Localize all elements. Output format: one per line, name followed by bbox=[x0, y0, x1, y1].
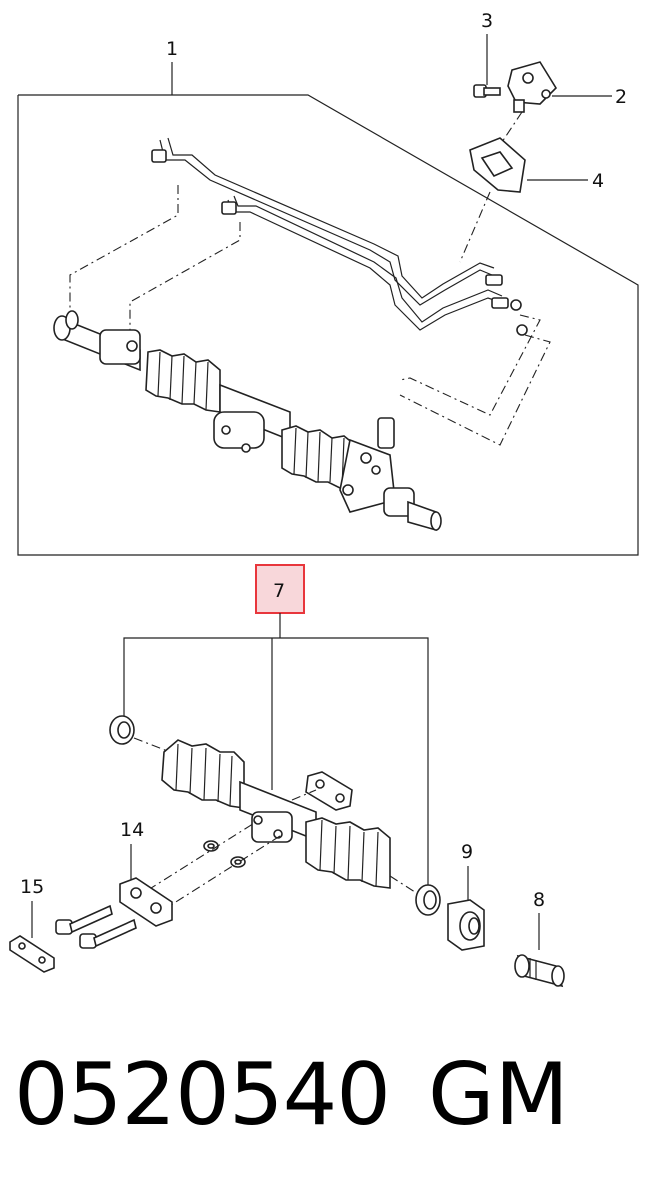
svg-text:4: 4 bbox=[592, 170, 604, 192]
callout-8[interactable]: 8 bbox=[533, 889, 545, 950]
callout-2[interactable]: 2 bbox=[552, 86, 627, 108]
bolts-shape bbox=[55, 904, 137, 949]
svg-text:2: 2 bbox=[615, 86, 627, 108]
end-plug-8-shape bbox=[514, 954, 565, 988]
callout-3[interactable]: 3 bbox=[481, 10, 493, 85]
callout-7-highlight[interactable]: 7 bbox=[123, 564, 429, 888]
plate-14-shape bbox=[119, 877, 173, 927]
gasket-15-shape bbox=[9, 935, 55, 973]
bolt-3-shape bbox=[473, 84, 501, 98]
svg-text:15: 15 bbox=[20, 876, 44, 898]
bracket-2-shape bbox=[499, 61, 558, 146]
rack-assembly-7-shape bbox=[161, 739, 391, 889]
bushing-9-shape bbox=[447, 899, 485, 951]
svg-text:14: 14 bbox=[120, 819, 144, 841]
callout-4[interactable]: 4 bbox=[527, 170, 604, 192]
svg-text:3: 3 bbox=[481, 10, 493, 32]
o-ring-left-shape bbox=[109, 715, 171, 753]
svg-text:8: 8 bbox=[533, 889, 545, 911]
callout-14[interactable]: 14 bbox=[120, 819, 144, 880]
o-ring-right-shape bbox=[389, 875, 441, 916]
leader-lines-1 bbox=[69, 185, 551, 446]
part-number: 0520540 bbox=[14, 1045, 391, 1145]
svg-text:7: 7 bbox=[273, 580, 285, 602]
mount-4-shape bbox=[459, 137, 526, 263]
callout-15[interactable]: 15 bbox=[20, 876, 44, 938]
assembly-frame-1 bbox=[17, 94, 639, 556]
svg-text:1: 1 bbox=[166, 38, 178, 60]
callout-9[interactable]: 9 bbox=[461, 841, 473, 902]
svg-text:9: 9 bbox=[461, 841, 473, 863]
hydraulic-lines bbox=[151, 137, 528, 336]
callout-1[interactable]: 1 bbox=[166, 38, 178, 95]
brand-name: GM bbox=[428, 1045, 569, 1145]
washers-shape bbox=[147, 821, 281, 913]
steering-rack-1-shape bbox=[53, 310, 442, 532]
